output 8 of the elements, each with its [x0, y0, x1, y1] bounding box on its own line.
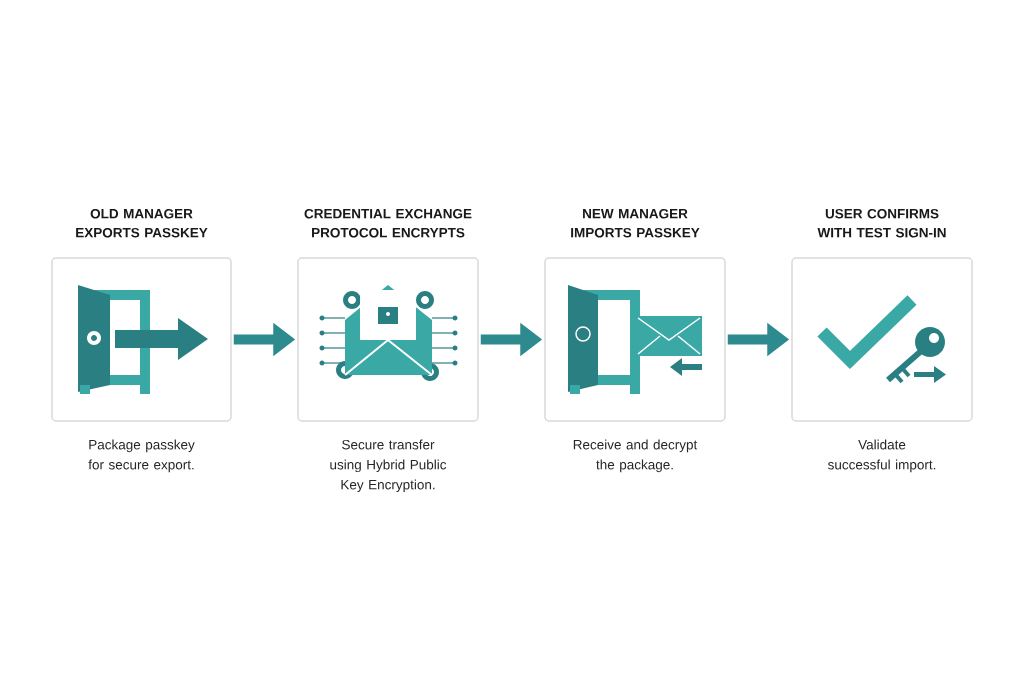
step-heading: CREDENTIAL EXCHANGE PROTOCOL ENCRYPTS [304, 208, 472, 238]
step-heading: NEW MANAGER IMPORTS PASSKEY [571, 208, 700, 238]
step-heading: USER CONFIRMS WITH TEST SIGN-IN [817, 208, 946, 238]
step-description: Secure transfer using Hybrid Public Key Encryption. [330, 439, 447, 493]
step-description: Validate successful import. [828, 439, 936, 473]
step-description: Receive and decrypt the package. [573, 439, 698, 473]
step-description: Package passkey for secure export. [88, 439, 195, 473]
step-heading: OLD MANAGER EXPORTS PASSKEY [76, 208, 208, 238]
